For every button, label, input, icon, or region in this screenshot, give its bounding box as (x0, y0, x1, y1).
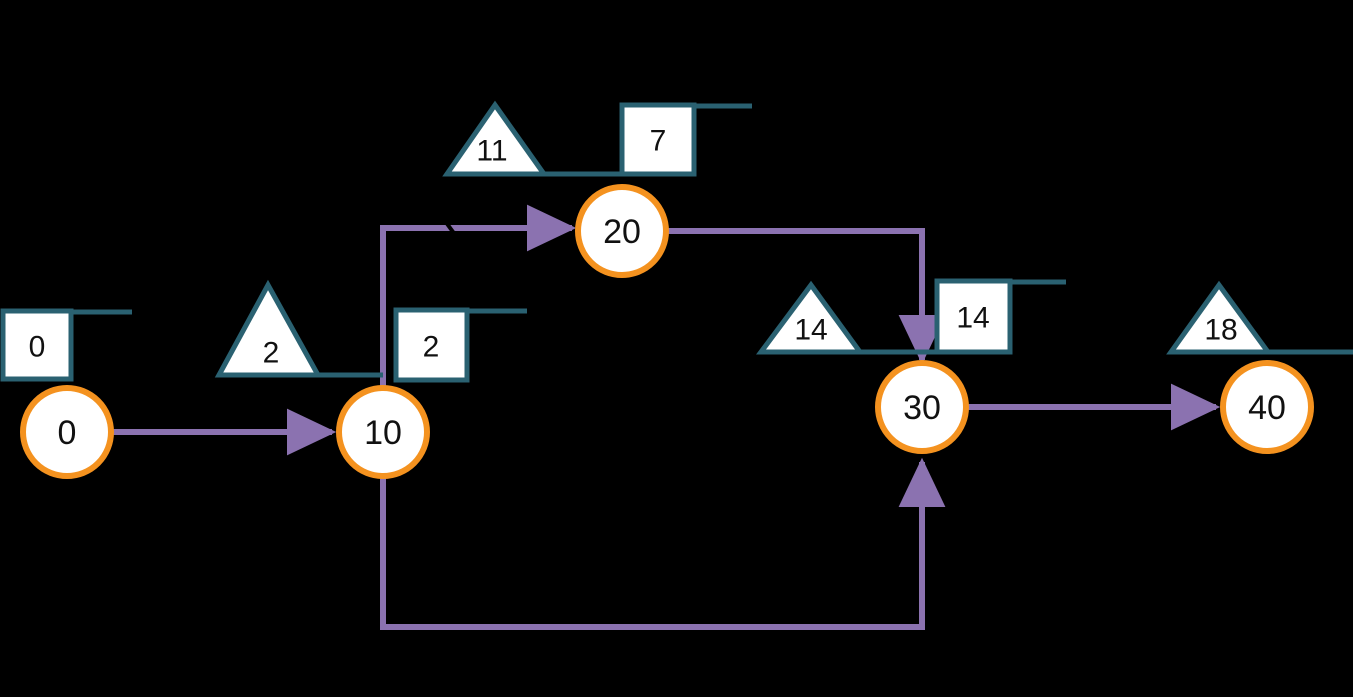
box-shape (934, 278, 1013, 355)
node-circle (1220, 360, 1314, 454)
box-annotation-2[interactable]: 2 (393, 307, 527, 383)
node-circle (875, 360, 969, 454)
node-label: 20 (603, 213, 641, 251)
box-annotation-7[interactable]: 7 (619, 102, 752, 177)
node-10[interactable]: 10 (336, 385, 430, 479)
box-annotation-0[interactable]: 0 (0, 308, 132, 382)
box-label: 2 (423, 331, 440, 364)
box-label: 14 (956, 302, 989, 335)
triangle-label: 18 (1204, 314, 1237, 347)
box-annotation-group: 0 2 7 14 (0, 102, 1066, 383)
node-40[interactable]: 40 (1220, 360, 1314, 454)
triangle-shape (214, 279, 323, 378)
node-20[interactable]: 20 (575, 184, 669, 278)
triangle-shape (442, 100, 549, 177)
box-shape (0, 308, 74, 382)
node-0[interactable]: 0 (20, 385, 114, 479)
box-shape (619, 102, 697, 177)
triangle-shape (756, 280, 865, 355)
node-circle (575, 184, 669, 278)
node-label: 10 (364, 414, 402, 452)
node-group: 0 10 20 30 40 (20, 184, 1314, 479)
box-annotation-14[interactable]: 14 (934, 278, 1066, 355)
triangle-annotation-14[interactable]: 14 (756, 280, 940, 355)
triangle-label: 11 (476, 135, 507, 168)
edge-cut-marker-icon (443, 219, 458, 238)
edge-20-to-30[interactable] (668, 228, 946, 365)
triangle-label: 14 (794, 314, 827, 347)
box-label: 7 (650, 125, 667, 158)
triangle-shape (1166, 280, 1273, 355)
triangle-annotation-11[interactable]: 11 (442, 100, 625, 177)
box-label: 0 (29, 331, 46, 364)
triangle-annotation-group: 2 11 14 18 (214, 100, 1353, 378)
node-label: 0 (58, 414, 77, 452)
node-30[interactable]: 30 (875, 360, 969, 454)
node-circle (336, 385, 430, 479)
triangle-label: 2 (263, 337, 280, 370)
triangle-annotation-2[interactable]: 2 (214, 279, 383, 378)
node-circle (20, 385, 114, 479)
box-shape (393, 307, 470, 383)
node-label: 30 (903, 389, 941, 427)
edge-10-to-30[interactable] (380, 457, 946, 630)
triangle-annotation-18[interactable]: 18 (1166, 280, 1353, 355)
node-label: 40 (1248, 389, 1286, 427)
